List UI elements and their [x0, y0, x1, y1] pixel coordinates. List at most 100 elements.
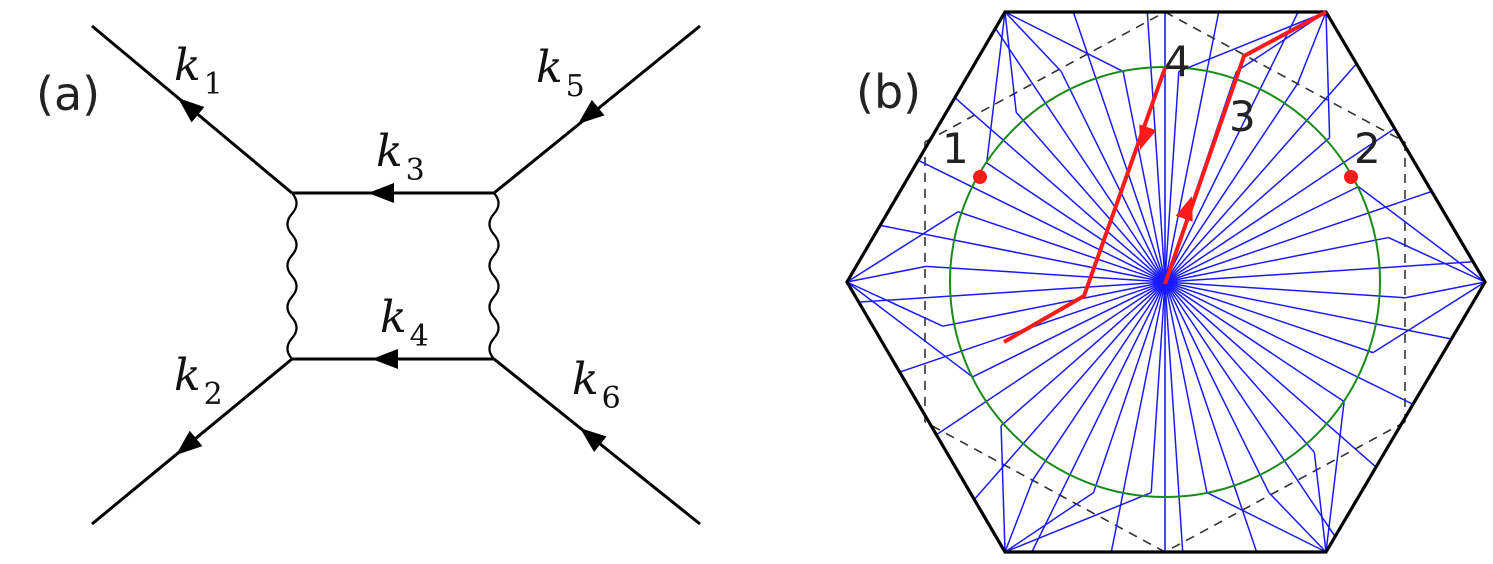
fan-line: [1150, 281, 1166, 493]
fan-line: [1164, 127, 1396, 283]
green-circle: [949, 66, 1381, 498]
fan-line: [1015, 111, 1166, 283]
outer-connector-line: [1296, 11, 1327, 84]
panel-b-label: (b): [856, 65, 921, 119]
fan-line: [1164, 281, 1208, 493]
fan-line: [1164, 261, 1474, 283]
outer-connector-line: [1405, 281, 1486, 299]
fan-line: [972, 281, 1166, 378]
fan-line: [1164, 281, 1315, 453]
fan-line: [1072, 11, 1166, 283]
outer-connector-line: [1004, 11, 1124, 73]
fan-line: [1164, 281, 1336, 537]
fan-line: [1092, 281, 1166, 493]
blue-line-fan: [858, 11, 1474, 553]
fan-line: [942, 281, 1166, 327]
panel-b: (b) 1 2 3 4: [845, 10, 1487, 554]
fan-line: [1146, 11, 1166, 283]
arrow-k6: [580, 428, 607, 453]
outer-connector-line: [1325, 401, 1345, 553]
fan-line: [986, 162, 1166, 283]
outer-connector-line: [1004, 11, 1017, 113]
inner-dashed-hexagon: [924, 11, 1406, 553]
fan-line: [1110, 281, 1166, 553]
outer-connector-line: [1000, 425, 1006, 553]
arrow-k2: [176, 430, 203, 455]
fan-line: [1164, 190, 1432, 283]
fan-line: [917, 159, 1166, 283]
dashed-edge: [924, 421, 1166, 553]
red-path-from-4: [1003, 67, 1167, 344]
fan-line: [954, 97, 1166, 283]
outer-connector-line: [1372, 281, 1486, 354]
outer-connector-line: [985, 11, 1006, 163]
fan-line: [1164, 71, 1180, 283]
fan-line: [1164, 281, 1258, 553]
fan-line: [1032, 281, 1166, 481]
fan-line: [1122, 71, 1166, 283]
outer-connector-line: [1388, 236, 1486, 283]
point-2-dot: [1344, 170, 1358, 184]
fan-line: [1000, 281, 1166, 427]
point-1-dot: [973, 170, 987, 184]
fan-line: [994, 27, 1166, 283]
outer-connector-line: [846, 281, 973, 378]
point-label-3: 3: [1229, 92, 1256, 141]
outer-connector-line: [1325, 11, 1331, 138]
outer-connector-line: [1004, 491, 1094, 553]
outer-connector-line: [846, 265, 927, 283]
outer-connector-line: [846, 211, 959, 283]
fan-line: [1164, 63, 1358, 283]
fan-line: [1164, 281, 1406, 299]
fan-line: [880, 224, 1166, 283]
dashed-edge: [1164, 11, 1406, 143]
fan-line: [957, 211, 1166, 283]
fan-line: [1164, 83, 1299, 283]
point-label-1: 1: [942, 124, 969, 173]
red-arrow-down: [1139, 124, 1157, 150]
point-label-2: 2: [1354, 124, 1381, 173]
outer-connector-line: [846, 281, 944, 327]
fan-line: [1060, 71, 1166, 283]
arrow-k3: [368, 183, 394, 203]
photon-line-right: [488, 192, 500, 360]
outer-connector-line: [1206, 491, 1327, 553]
arrow-k1: [178, 98, 205, 123]
fan-line: [1164, 281, 1345, 403]
fan-line: [926, 265, 1166, 283]
fan-line: [1164, 281, 1377, 468]
outer-connector-line: [1357, 186, 1486, 283]
fan-line: [1164, 137, 1331, 283]
panel-a-label: (a): [36, 67, 100, 121]
outer-connector-line: [1268, 492, 1327, 553]
fan-line: [1164, 281, 1452, 340]
arrow-k5: [578, 99, 605, 124]
fan-line: [1164, 11, 1220, 283]
dashed-edge: [1164, 421, 1406, 553]
fan-line: [1164, 281, 1184, 553]
fan-line: [1164, 281, 1414, 405]
fan-line: [973, 281, 1166, 500]
point-label-4: 4: [1164, 37, 1191, 86]
fan-line: [1164, 236, 1389, 283]
fan-line: [1164, 281, 1270, 493]
arrow-k4: [372, 349, 398, 369]
fan-line: [1164, 11, 1299, 283]
fan-line: [935, 281, 1166, 436]
fan-line: [1031, 281, 1166, 553]
dashed-edge: [924, 11, 1166, 143]
fan-line: [1164, 281, 1374, 354]
red-arrow-up: [1175, 196, 1193, 222]
outer-connector-line: [1004, 491, 1152, 553]
outer-connector-line: [1313, 452, 1327, 553]
outer-connector-line: [1004, 479, 1034, 553]
fan-line: [858, 281, 1166, 303]
